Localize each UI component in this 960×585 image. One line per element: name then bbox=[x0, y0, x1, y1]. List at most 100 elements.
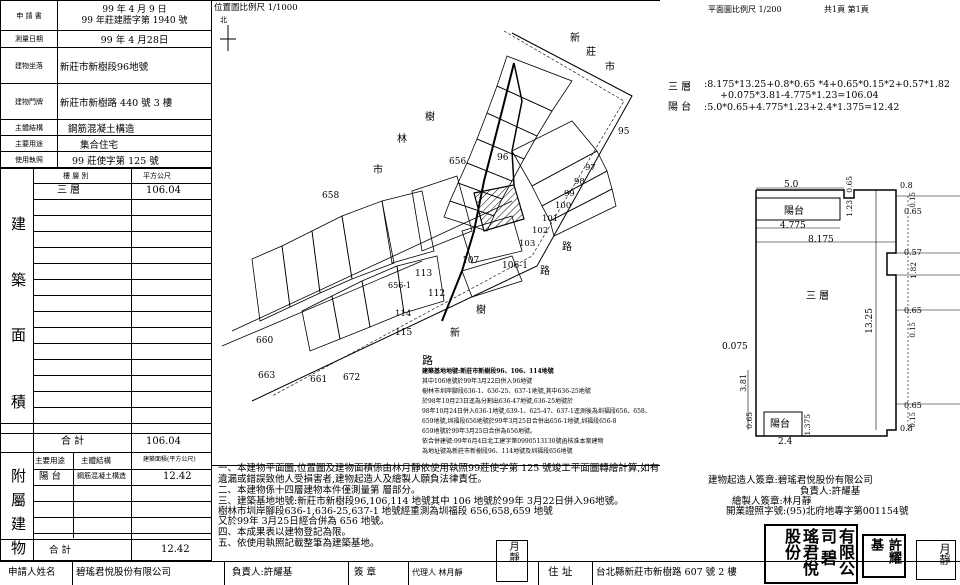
dim-label: 8.175 bbox=[808, 235, 834, 245]
dim-label: 0.57 bbox=[904, 248, 922, 257]
signer-drafter: 繪製人簽章:林月靜 bbox=[732, 496, 812, 507]
seal-stamp-right: 月靜 bbox=[916, 540, 956, 580]
base-land-notes: 建築基地地號:新莊市新樹段96、106、114地號 其中106地號於99年3月2… bbox=[422, 367, 722, 457]
road-char: 市 bbox=[605, 62, 615, 73]
road-char: 市 bbox=[373, 165, 383, 176]
road-char: 樹 bbox=[425, 112, 435, 123]
lot-number: 96 bbox=[497, 153, 509, 163]
formula-balcony: :5.0*0.65+4.775*1.23+2.4*1.375=12.42 bbox=[704, 102, 900, 113]
small-note: 依合併建號:99年6月4日北工建字第0990513130號函核准本案建物 bbox=[422, 438, 604, 445]
formula-floor-label: 三 層 bbox=[668, 82, 692, 93]
dim-label: 0.8 bbox=[900, 424, 913, 433]
north-label: 北 bbox=[220, 16, 227, 24]
app-side-char-4: 物 bbox=[11, 539, 27, 557]
side-char-2: 築 bbox=[11, 271, 27, 289]
site-label: 建物坐落 bbox=[0, 47, 58, 84]
survey-date-label: 測量日期 bbox=[0, 30, 58, 48]
road-char: 新 bbox=[450, 328, 460, 339]
rep-seal-stamp: 許耀基 bbox=[862, 534, 906, 578]
note-line: 樹林市圳岸腳段636-1,636-25,637-1 地號經重測為圳福段 656,… bbox=[218, 506, 553, 517]
header-floor: 樓 層 別 bbox=[63, 172, 89, 180]
agent-label: 代理人 林月靜 bbox=[412, 568, 463, 577]
stamp-rep-text: 許耀基 bbox=[868, 538, 901, 564]
appendix-header: 主要用途 主體結構 建築面積(平方公尺) bbox=[33, 453, 211, 470]
use-label: 主要用途 bbox=[0, 135, 58, 152]
address-label: 住 址 bbox=[548, 566, 573, 578]
address-label-cell: 住 址 bbox=[538, 562, 593, 585]
road-char: 樹 bbox=[476, 305, 486, 316]
appendix-table: 附 屬 建 物 主要用途 主體結構 建築面積(平方公尺) 陽 台 鋼筋混凝土構造… bbox=[0, 453, 212, 561]
area-side-label: 建 築 面 積 bbox=[1, 169, 34, 452]
license-label: 使用執照 bbox=[0, 151, 58, 168]
road-label: 路 bbox=[422, 354, 433, 367]
lot-number: 656-1 bbox=[388, 281, 412, 290]
floor-plan-drawing bbox=[747, 187, 960, 437]
app-header-area: 建築面積(平方公尺) bbox=[143, 456, 196, 463]
app-side-char-2: 屬 bbox=[11, 491, 27, 509]
small-note: 樹林市圳岸腳段636-1、636-25、637-1地號,其中636-25地號 bbox=[422, 388, 591, 395]
lot-number: 114 bbox=[395, 309, 412, 319]
room-floor-label: 三 層 bbox=[806, 291, 830, 302]
note-line: 一、本建物平面圖,位置圖及建物面積係由林月靜依使用執照99莊使字第 125 號竣… bbox=[218, 463, 660, 474]
lot-number: 113 bbox=[415, 269, 433, 279]
dim-label: 0.15 bbox=[909, 322, 917, 338]
small-note: 於98年10月23日逕為分割出636-47地號,636-25地號於 bbox=[422, 398, 574, 405]
road-char: 路 bbox=[540, 266, 550, 277]
app-row-structure: 鋼筋混凝土構造 bbox=[77, 472, 126, 480]
applicant-value: 碧瑤君悅股份有限公司 bbox=[76, 567, 172, 578]
note-line: 又於99年 3月25日經合併為 656 地號。 bbox=[218, 516, 390, 527]
dim-label: 13.25 bbox=[865, 308, 875, 334]
rep-cell: 負責人:許耀基 bbox=[224, 562, 349, 585]
app-row-area: 12.42 bbox=[163, 471, 192, 482]
stamp-company-text: 有限公司 碧瑤君悅股份 bbox=[782, 528, 855, 576]
address-value-cell: 台北縣新莊市新樹路 607 號 2 樓 bbox=[592, 562, 768, 585]
small-note: 659地號,圳福段656地號於99年3月25日合併出656-1地號,圳福段656… bbox=[422, 418, 617, 425]
lot-number: 672 bbox=[343, 373, 361, 383]
note-line: 三、建築基地地號:新莊市新樹段96,106,114 地號其中 106 地號於99… bbox=[218, 496, 624, 507]
lot-number: 115 bbox=[395, 328, 413, 338]
stamp-left-text: 月靜 bbox=[507, 541, 518, 563]
room-balcony-top-label: 陽台 bbox=[784, 206, 804, 217]
page-label: 共1頁 第1頁 bbox=[824, 5, 869, 14]
lot-number: 98 bbox=[574, 177, 585, 187]
dim-label: 0.65 bbox=[904, 306, 922, 315]
note-line: 遺漏或錯誤致他人受損害者,建物起造人及繪製人願負法律責任。 bbox=[218, 474, 488, 485]
row-floor: 三 層 bbox=[57, 185, 81, 196]
map-scale-label: 位置圖比例尺 1/1000 bbox=[214, 3, 298, 13]
lot-number: 101 bbox=[542, 214, 559, 224]
appendix-total-row: 合 計 12.42 bbox=[1, 539, 211, 562]
small-note: 為地址號為新莊市新樹段96、114地號及圳福段656地號 bbox=[422, 448, 573, 455]
dim-label: 1.23 bbox=[845, 200, 854, 217]
dim-label: 0.65 bbox=[845, 176, 854, 193]
applicant-label: 申請人姓名 bbox=[8, 567, 56, 578]
apply-label: 申 請 書 bbox=[0, 0, 58, 31]
use-value: 集合住宅 bbox=[57, 135, 212, 152]
seal-stamp-left: 月靜 bbox=[496, 540, 528, 582]
dim-label: 2.4 bbox=[778, 437, 793, 447]
stamp-right-text: 月靜 bbox=[938, 543, 951, 565]
area-total-label: 合 計 bbox=[61, 436, 85, 447]
apply-value: 99 年 4 月 9 日 99 年莊建謄字第 1940 號 bbox=[57, 0, 212, 31]
room-balcony-bottom-label: 陽台 bbox=[770, 419, 790, 430]
road-char: 莊 bbox=[586, 47, 596, 58]
dim-label: 1.375 bbox=[803, 414, 812, 436]
dim-label: 0.65 bbox=[904, 401, 922, 410]
lot-number: 658 bbox=[322, 191, 340, 201]
lot-number: 99 bbox=[564, 189, 575, 199]
building-info-table: 申 請 書 99 年 4 月 9 日 99 年莊建謄字第 1940 號 測量日期… bbox=[0, 0, 212, 168]
site-map-panel: 位置圖比例尺 1/1000 北 bbox=[212, 0, 660, 466]
dim-label: 0.15 bbox=[909, 192, 917, 208]
formula-balcony-label: 陽 台 bbox=[668, 102, 692, 113]
lot-number: 103 bbox=[519, 239, 536, 249]
lot-number: 100 bbox=[555, 201, 572, 211]
lot-number: 112 bbox=[428, 289, 446, 299]
seal-label: 簽 章 bbox=[354, 567, 377, 578]
company-seal-stamp: 有限公司 碧瑤君悅股份 bbox=[764, 524, 858, 584]
lot-number: 663 bbox=[258, 371, 276, 381]
lot-number: 656 bbox=[449, 157, 467, 167]
area-total-value: 106.04 bbox=[146, 436, 181, 447]
formula-floor-1: :8.175*13.25+0.8*0.65 *4+0.65*0.15*2+0.5… bbox=[704, 79, 950, 90]
area-total-row: 合 計 106.04 bbox=[1, 433, 211, 453]
app-total-label: 合 計 bbox=[49, 545, 72, 556]
lot-number: 107 bbox=[462, 256, 480, 266]
